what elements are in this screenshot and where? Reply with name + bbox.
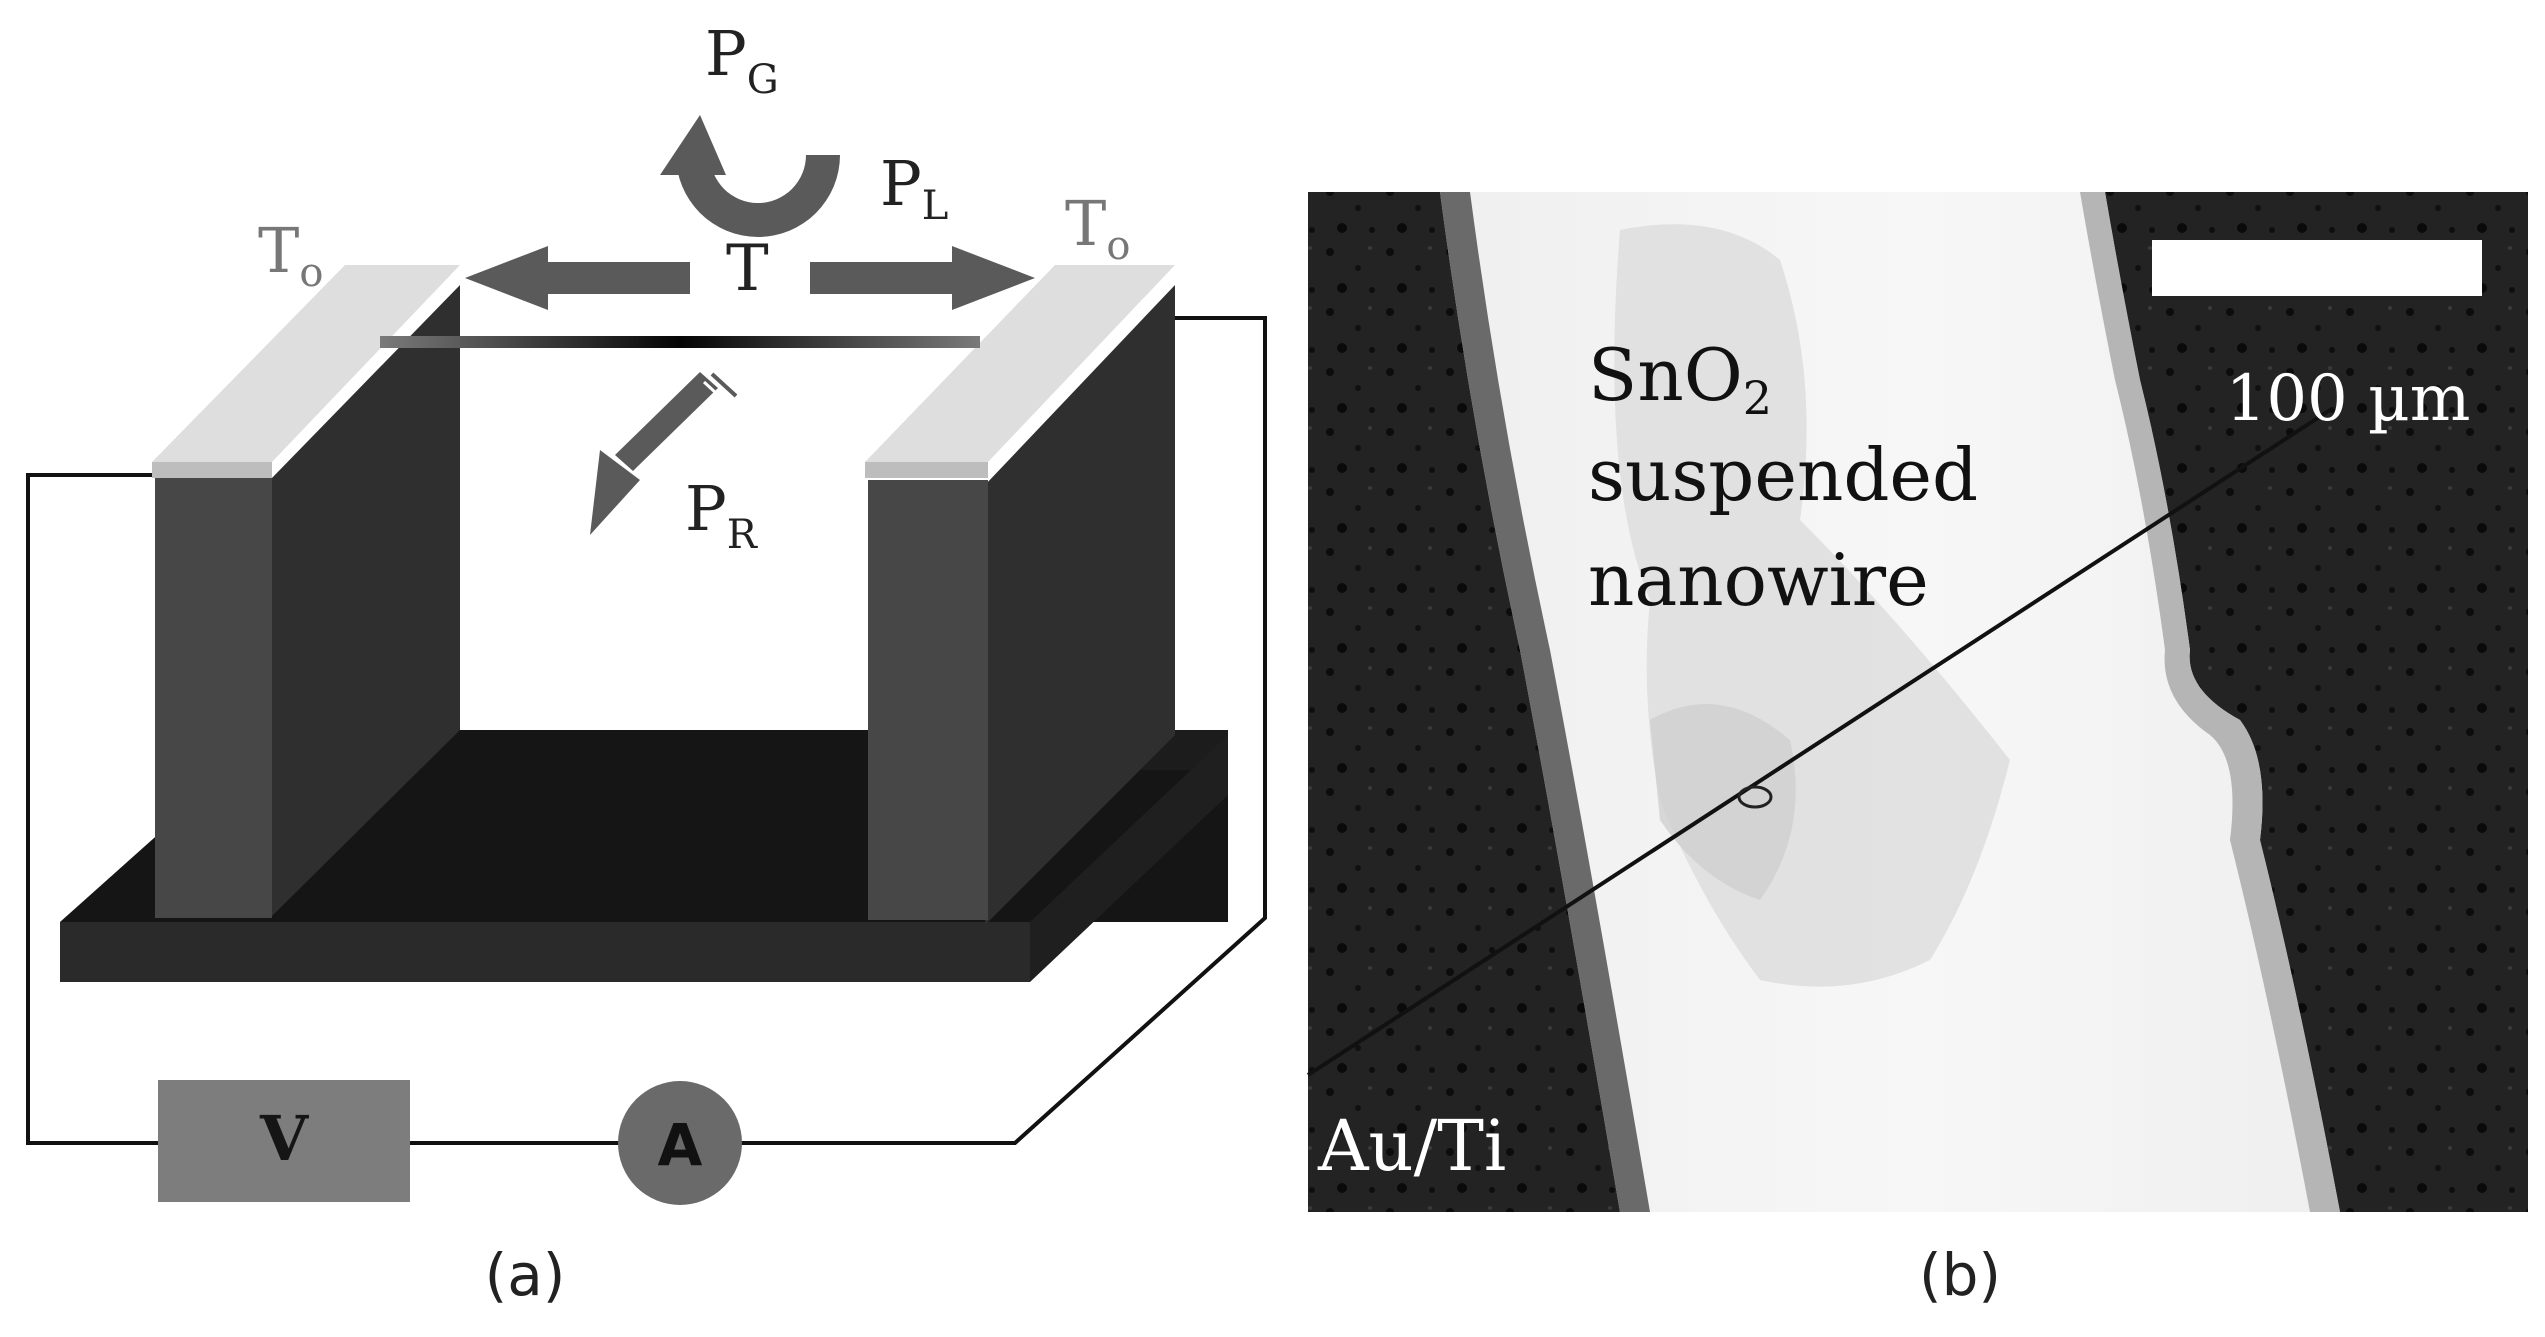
right-electrode bbox=[2105, 192, 2528, 1212]
base-front bbox=[60, 922, 1030, 982]
nanowire-bead bbox=[1737, 785, 1773, 809]
left-temp-label: To bbox=[258, 214, 323, 296]
panel-a-diagram: To To T PG PL PR V A (a) bbox=[26, 17, 1267, 1309]
right-pad bbox=[865, 265, 1175, 462]
right-heat-arrow bbox=[810, 246, 1035, 310]
gap-shading-2 bbox=[1650, 704, 1796, 900]
left-heat-arrow bbox=[465, 246, 690, 310]
material-label-line3: nanowire bbox=[1588, 538, 1929, 622]
panel-a-caption: (a) bbox=[485, 1241, 566, 1309]
left-pillar-front bbox=[155, 478, 272, 918]
base-side bbox=[1030, 735, 1228, 982]
circuit-wire bbox=[26, 473, 160, 1145]
lost-power-label: PL bbox=[880, 147, 948, 229]
radiated-power-label: PR bbox=[685, 472, 759, 558]
right-pillar-front bbox=[868, 480, 988, 920]
generated-power-label: PG bbox=[705, 17, 779, 103]
electrode-label: Au/Ti bbox=[1317, 1105, 1506, 1187]
wire-temp-label: T bbox=[726, 232, 769, 306]
left-pillar-side bbox=[270, 285, 460, 918]
voltage-source-label: V bbox=[259, 1102, 309, 1175]
panel-b-micrograph: 100 µm SnO2 suspended nanowire Au/Ti (b) bbox=[1306, 192, 2528, 1309]
scale-bar-label: 100 µm bbox=[2226, 362, 2471, 436]
radiation-arrow bbox=[590, 372, 738, 535]
circuit-wire-return bbox=[740, 316, 1267, 1145]
nanowire-line bbox=[1306, 408, 2332, 1077]
left-pad bbox=[152, 265, 460, 462]
material-label-line2: suspended bbox=[1588, 433, 1978, 517]
material-label-line1: SnO2 bbox=[1588, 333, 1772, 425]
left-electrode bbox=[1308, 192, 1620, 1212]
generation-arrow bbox=[676, 155, 840, 237]
panel-b-caption: (b) bbox=[1919, 1241, 2001, 1309]
scale-bar bbox=[2152, 240, 2482, 296]
right-temp-label: To bbox=[1065, 187, 1130, 269]
suspended-nanowire bbox=[380, 336, 980, 348]
ammeter-circle bbox=[618, 1081, 742, 1205]
left-pad-edge bbox=[152, 462, 272, 478]
right-electrode-edge bbox=[2080, 192, 2340, 1212]
left-electrode-edge bbox=[1440, 192, 1650, 1212]
generation-arrowhead bbox=[660, 115, 726, 175]
right-pad-edge bbox=[865, 462, 988, 478]
right-pillar-side bbox=[985, 285, 1175, 925]
voltage-source-box bbox=[158, 1080, 410, 1202]
ammeter-label: A bbox=[658, 1111, 703, 1179]
